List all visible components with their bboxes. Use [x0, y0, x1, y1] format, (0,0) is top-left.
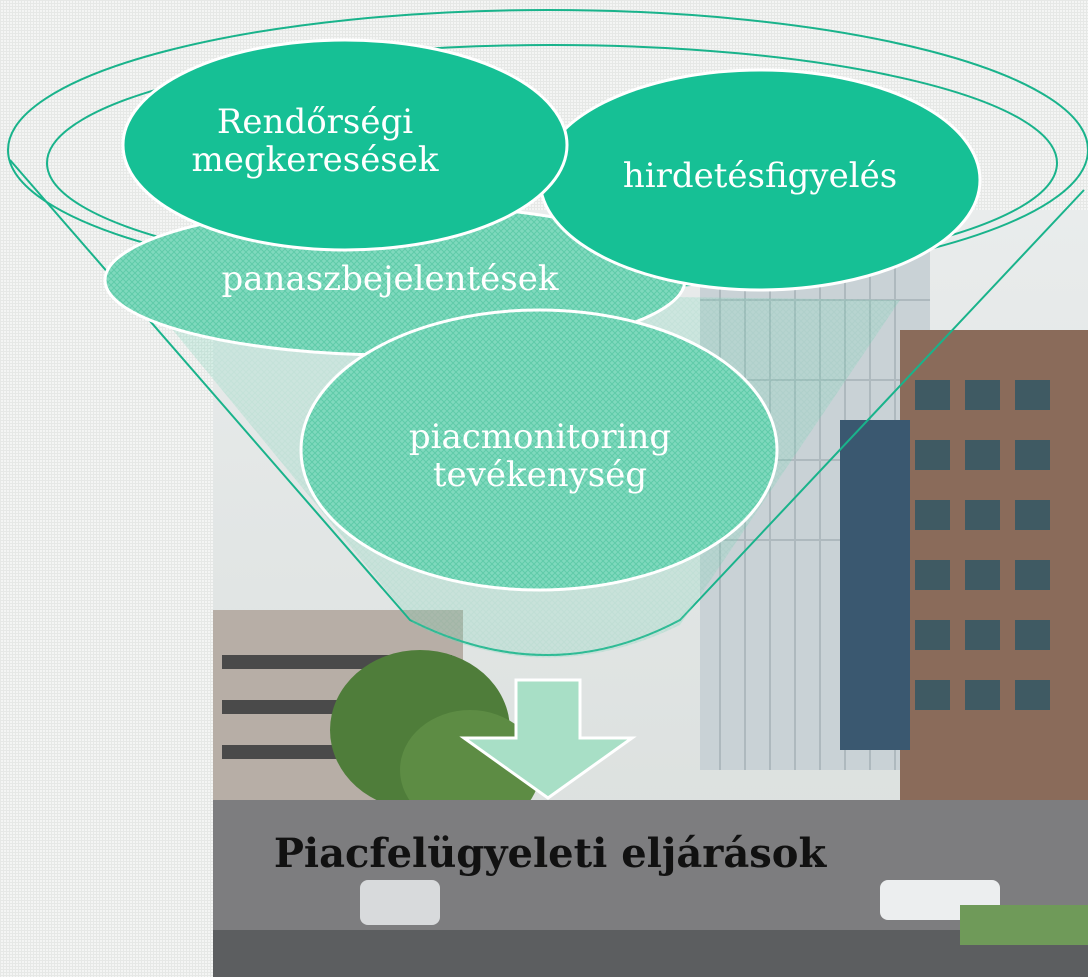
police-bubble — [121, 38, 569, 252]
market-monitoring-line-1: piacmonitoring — [408, 417, 672, 457]
police-requests-label: Rendőrségi megkeresések — [160, 103, 470, 179]
police-requests-line-1: Rendőrségi — [216, 102, 414, 142]
complaints-label: panaszbejelentések — [221, 259, 559, 299]
ad-monitoring-label: hirdetésfigyelés — [622, 156, 898, 196]
market-monitoring-line-2: tevékenység — [432, 455, 648, 496]
down-arrow-icon — [459, 678, 637, 800]
police-requests-line-2: megkeresések — [191, 140, 439, 181]
monitoring-bubble — [299, 308, 779, 592]
market-monitoring-label: piacmonitoring tevékenység — [330, 418, 750, 494]
result-label: Piacfelügyeleti eljárások — [273, 830, 827, 877]
